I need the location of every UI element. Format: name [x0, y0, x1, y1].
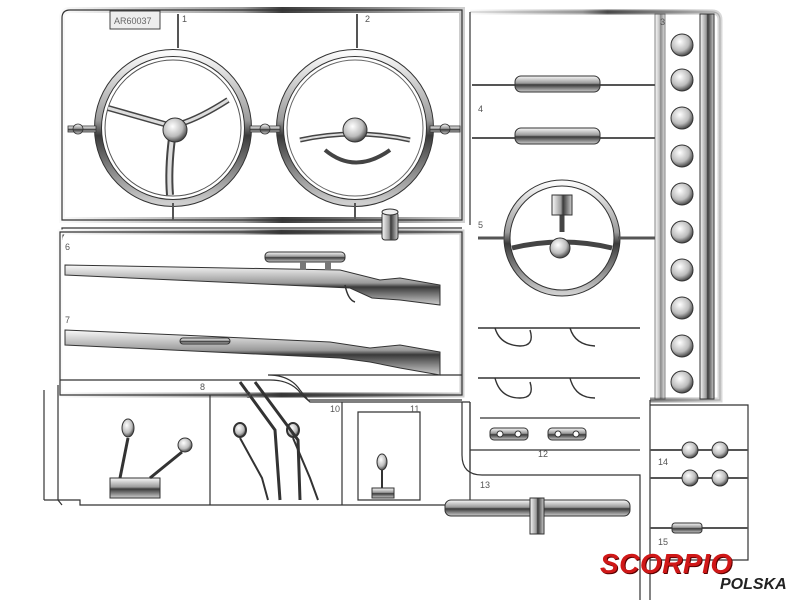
rifle-with-scope: [64, 251, 441, 306]
part-number: 4: [478, 104, 483, 114]
gear-shifter: [109, 418, 193, 499]
part-number: 6: [65, 242, 70, 252]
part-number: 10: [330, 404, 340, 414]
knobs: [650, 441, 748, 534]
small-cylinder-part: [381, 208, 399, 241]
logo-brand-text: SCORPIO: [600, 548, 733, 579]
exhaust-pipe: [444, 497, 631, 535]
steering-wheel-sport: [94, 14, 252, 220]
steering-wheel-classic: [276, 14, 434, 220]
part-number: 14: [658, 457, 668, 467]
logo-country-text: POLSKA: [720, 576, 787, 593]
part-code-text: AR60037: [114, 16, 152, 26]
pedals: [233, 381, 319, 501]
rifle-plain: [64, 329, 441, 376]
sprue-gates: [67, 123, 461, 135]
part-number: 3: [660, 17, 665, 27]
sprue-frame: [40, 7, 749, 600]
part-number: 11: [410, 404, 419, 414]
chrome-bar-2: [472, 127, 655, 145]
part-number: 12: [538, 449, 548, 459]
clamps: [489, 427, 587, 441]
part-number-labels: 1 2 3 4 5 6 7 8 9 10 11 12 13 14 15: [65, 14, 668, 547]
brand-logo: SCORPIO POLSKA: [600, 548, 800, 600]
chrome-bar-1: [472, 75, 655, 93]
part-number: 9: [246, 390, 251, 400]
part-number: 15: [658, 537, 668, 547]
part-number: 5: [478, 220, 483, 230]
part-number: 7: [65, 315, 70, 325]
right-rail: [654, 13, 715, 400]
part-number: 1: [182, 14, 187, 24]
handles: [478, 327, 640, 399]
part-code-tag: AR60037: [109, 10, 161, 30]
hand-lever: [371, 453, 395, 499]
part-number: 13: [480, 480, 490, 490]
part-number: 2: [365, 14, 370, 24]
steering-wheel-small: [478, 179, 655, 297]
part-number: 8: [200, 382, 205, 392]
disc-column: [670, 33, 694, 394]
